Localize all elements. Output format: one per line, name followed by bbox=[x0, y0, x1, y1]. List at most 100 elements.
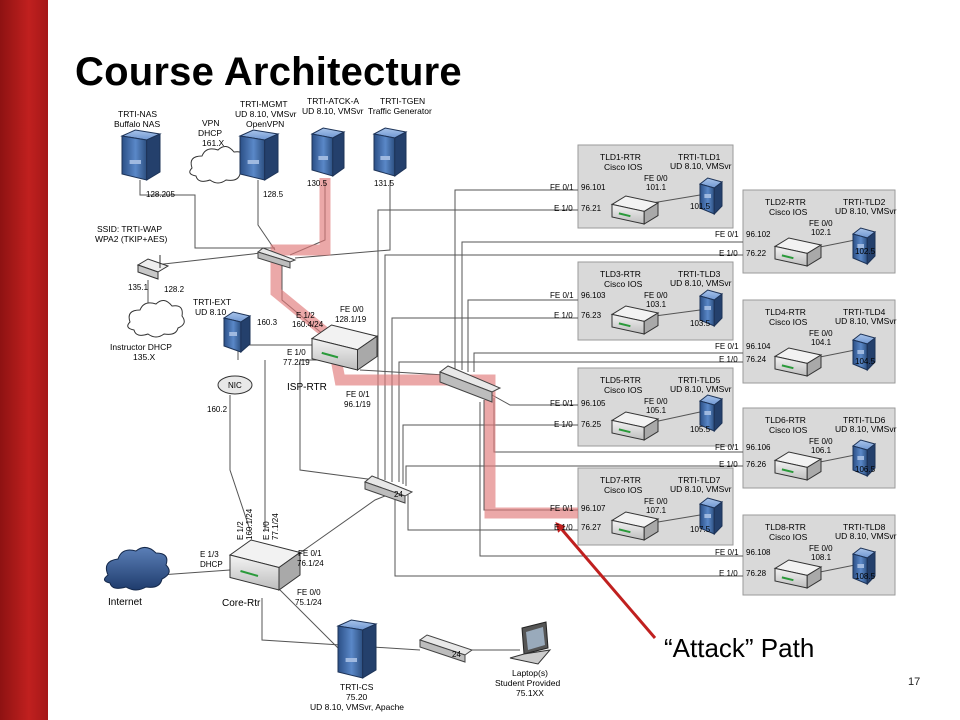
tgen-name: TRTI-TGEN bbox=[380, 96, 425, 106]
laptop-label: Laptop(s) bbox=[512, 668, 548, 678]
tld5-router-icon bbox=[610, 411, 660, 441]
tld8-server-name: TRTI-TLD8 bbox=[843, 522, 886, 532]
tld8-fe00-label: FE 0/0 bbox=[809, 544, 833, 553]
tld2-fe01-label: FE 0/1 bbox=[715, 230, 739, 239]
tld3-fe01-label: FE 0/1 bbox=[550, 291, 574, 300]
tld3-e10-ip: 76.23 bbox=[581, 311, 602, 320]
ext-name: TRTI-EXT bbox=[193, 297, 231, 307]
mgmt-ip: 128.5 bbox=[263, 190, 284, 199]
tld4-router-os: Cisco IOS bbox=[769, 317, 808, 327]
tld4-server-ip: 104.5 bbox=[855, 357, 876, 366]
vpn-label: VPN bbox=[202, 118, 219, 128]
tld7-router-os: Cisco IOS bbox=[604, 485, 643, 495]
nic-label: NIC bbox=[228, 381, 242, 390]
tld6-server-icon bbox=[851, 439, 877, 478]
tld2-fe00-ip: 102.1 bbox=[811, 228, 832, 237]
ext-os: UD 8.10 bbox=[195, 307, 226, 317]
tld2-e10-ip: 76.22 bbox=[746, 249, 767, 258]
laptop-ip: 75.1XX bbox=[516, 688, 544, 698]
tld5-fe01-ip: 96.105 bbox=[581, 399, 606, 408]
isp-fe00-ip: 128.1/19 bbox=[335, 315, 367, 324]
tld5-router-os: Cisco IOS bbox=[604, 385, 643, 395]
mgmt-vpn: OpenVPN bbox=[246, 119, 284, 129]
mgmt-os: UD 8.10, VMSvr bbox=[235, 109, 297, 119]
switch-icons bbox=[256, 247, 502, 663]
tld7-router-icon bbox=[610, 511, 660, 541]
nas-name: TRTI-NAS bbox=[118, 109, 157, 119]
tld3-router-name: TLD3-RTR bbox=[600, 269, 641, 279]
tld3-fe00-ip: 103.1 bbox=[646, 300, 667, 309]
mid-switch-port: 24 bbox=[394, 490, 403, 499]
tld2-fe01-ip: 96.102 bbox=[746, 230, 771, 239]
tld8-fe00-ip: 108.1 bbox=[811, 553, 832, 562]
tld3-e10-label: E 1/0 bbox=[554, 311, 573, 320]
tld8-router-name: TLD8-RTR bbox=[765, 522, 806, 532]
tld3-router-icon bbox=[610, 305, 660, 335]
tld1-fe00-ip: 101.1 bbox=[646, 183, 667, 192]
core-fe00: FE 0/0 bbox=[297, 588, 321, 597]
isp-fe01-ip: 96.1/19 bbox=[344, 400, 371, 409]
atck-name: TRTI-ATCK-A bbox=[307, 96, 359, 106]
internet-label: Internet bbox=[108, 597, 142, 608]
tld1-router-os: Cisco IOS bbox=[604, 162, 643, 172]
tld-switch-icon bbox=[438, 365, 502, 403]
tld1-router-name: TLD1-RTR bbox=[600, 152, 641, 162]
tld5-fe01-label: FE 0/1 bbox=[550, 399, 574, 408]
tld5-server-icon bbox=[698, 394, 724, 433]
lab-switch-icon bbox=[418, 634, 474, 663]
tld8-server-ip: 108.5 bbox=[855, 572, 876, 581]
attack-path-callout: “Attack” Path bbox=[664, 633, 815, 663]
tld5-e10-label: E 1/0 bbox=[554, 420, 573, 429]
cs-server-icon bbox=[336, 619, 378, 679]
tld2-router-name: TLD2-RTR bbox=[765, 197, 806, 207]
cs-os: UD 8.10, VMSvr, Apache bbox=[310, 702, 404, 712]
tld2-e10-label: E 1/0 bbox=[719, 249, 738, 258]
tld7-server-name: TRTI-TLD7 bbox=[678, 475, 721, 485]
tgen-ip: 131.5 bbox=[374, 179, 395, 188]
nic-icon bbox=[217, 375, 253, 395]
tld1-e10-label: E 1/0 bbox=[554, 204, 573, 213]
tld8-e10-ip: 76.28 bbox=[746, 569, 767, 578]
isp-e12-ip: 160.4/24 bbox=[292, 320, 324, 329]
tld6-fe01-ip: 96.106 bbox=[746, 443, 771, 452]
core-e13-dhcp: DHCP bbox=[200, 560, 223, 569]
tld1-e10-ip: 76.21 bbox=[581, 204, 602, 213]
tld6-server-name: TRTI-TLD6 bbox=[843, 415, 886, 425]
tld7-e10-ip: 76.27 bbox=[581, 523, 602, 532]
accent-bar bbox=[0, 0, 48, 720]
vpn-cloud-icon bbox=[189, 146, 247, 184]
tld4-fe01-label: FE 0/1 bbox=[715, 342, 739, 351]
wap-ip-a: 135.1 bbox=[128, 283, 149, 292]
tld6-server-ip: 106.5 bbox=[855, 465, 876, 474]
tld5-fe00-label: FE 0/0 bbox=[644, 397, 668, 406]
tld5-server-name: TRTI-TLD5 bbox=[678, 375, 721, 385]
slide-title: Course Architecture bbox=[75, 50, 462, 94]
cs-ip: 75.20 bbox=[346, 692, 368, 702]
tgen-desc: Traffic Generator bbox=[368, 106, 432, 116]
core-fe01-ip: 76.1/24 bbox=[297, 559, 324, 568]
tld7-server-os: UD 8.10, VMSvr bbox=[670, 484, 732, 494]
tld1-fe01-label: FE 0/1 bbox=[550, 183, 574, 192]
vpn-ip: 161.X bbox=[202, 138, 225, 148]
tld5-server-ip: 105.5 bbox=[690, 425, 711, 434]
tld3-server-name: TRTI-TLD3 bbox=[678, 269, 721, 279]
tld2-router-os: Cisco IOS bbox=[769, 207, 808, 217]
tld8-fe01-label: FE 0/1 bbox=[715, 548, 739, 557]
tld2-router-icon bbox=[773, 237, 823, 267]
router-icons bbox=[228, 195, 823, 591]
tld4-e10-label: E 1/0 bbox=[719, 355, 738, 364]
tld1-server-os: UD 8.10, VMSvr bbox=[670, 161, 732, 171]
tld4-router-icon bbox=[773, 347, 823, 377]
core-fe01: FE 0/1 bbox=[298, 549, 322, 558]
tld2-server-icon bbox=[851, 227, 877, 266]
core-e12: E 1/2 bbox=[236, 521, 245, 540]
tld7-router-name: TLD7-RTR bbox=[600, 475, 641, 485]
tld2-fe00-label: FE 0/0 bbox=[809, 219, 833, 228]
laptop-desc: Student Provided bbox=[495, 678, 560, 688]
nas-ip: 128.205 bbox=[146, 190, 175, 199]
tld8-router-os: Cisco IOS bbox=[769, 532, 808, 542]
tld4-fe00-ip: 104.1 bbox=[811, 338, 832, 347]
tld3-server-ip: 103.5 bbox=[690, 319, 711, 328]
server-icons bbox=[120, 127, 877, 679]
instructor-cloud-icon bbox=[127, 300, 185, 338]
